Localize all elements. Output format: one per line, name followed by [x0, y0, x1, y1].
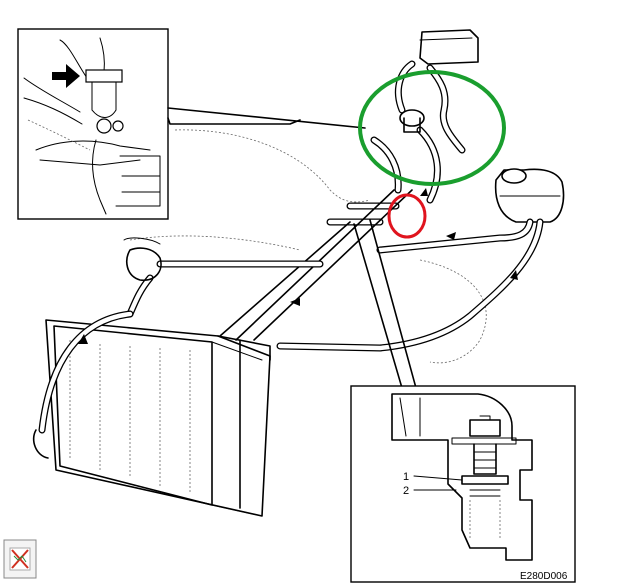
- callout-1-number: 1: [403, 471, 409, 483]
- inset-thermostat-section: 1 2 E280D006: [350, 385, 576, 583]
- figure-code-label: E280D006: [520, 571, 568, 582]
- callout-1-leader: [413, 475, 463, 481]
- inset-hose-connection: [17, 28, 169, 220]
- highlight-ring-red: [387, 193, 427, 239]
- main-assembly: [32, 29, 565, 517]
- inset-leader-line: [167, 107, 366, 129]
- highlight-ring-green: [358, 70, 506, 186]
- broken-image-icon: [3, 539, 37, 579]
- callout-2-number: 2: [403, 485, 409, 497]
